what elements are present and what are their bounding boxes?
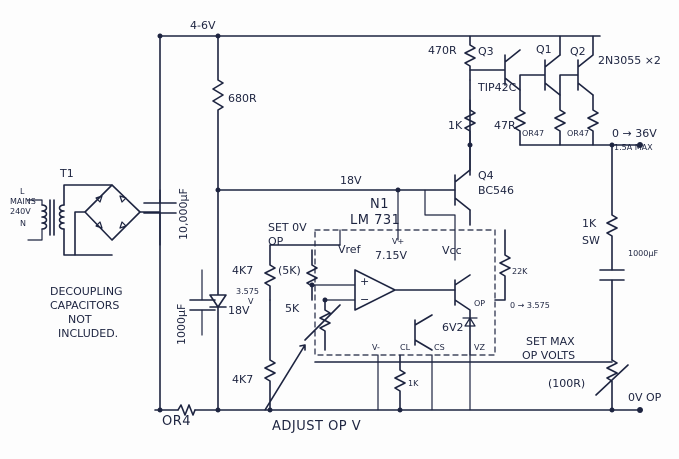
label-q3: Q3 — [478, 45, 494, 58]
label-q4: Q4 — [478, 169, 494, 182]
label-plus: + — [360, 275, 370, 288]
label-mains: MAINS — [10, 197, 36, 206]
label-cl: CL — [400, 343, 411, 352]
or4-resistor — [177, 404, 196, 416]
label-op-volts: OP VOLTS — [522, 349, 576, 362]
label-v3575: 3.575 — [236, 287, 259, 296]
label-mains-v: 240V — [10, 207, 31, 216]
label-or47-b: OR47 — [567, 129, 590, 138]
label-vz: VZ — [474, 343, 485, 352]
label-sw: SW — [582, 234, 600, 247]
label-out-current: 1.5A MAX — [614, 143, 653, 152]
label-set-max: SET MAX — [526, 335, 575, 348]
cap-main — [143, 189, 177, 246]
cs-transistor — [414, 314, 433, 351]
set-ov-pot-wire — [264, 244, 341, 301]
label-cap-main: 10,000μF — [177, 188, 190, 240]
label-r5k-mid: 5K — [285, 302, 300, 315]
label-vref: Vref — [338, 243, 361, 256]
note-line2: CAPACITORS — [50, 299, 120, 312]
pot-5k-mid — [304, 299, 341, 351]
r680-column — [212, 35, 224, 191]
note-line1: DECOUPLING — [50, 285, 123, 298]
ic-out-transistor — [454, 274, 471, 356]
junction-dots — [157, 33, 643, 413]
label-6v2: 6V2 — [442, 321, 464, 334]
r47-resistor — [514, 89, 526, 146]
label-cap-lower: 1000μF — [175, 303, 188, 345]
label-r5k-top: (5K) — [278, 264, 301, 277]
label-rail-18v: 18V — [340, 174, 362, 187]
label-r4k7-top: 4K7 — [232, 264, 254, 277]
label-adjust: ADJUST OP V — [272, 419, 362, 434]
opamp-input-wires — [311, 229, 356, 301]
label-or4: OR4 — [162, 414, 192, 429]
ic-vcc-wire — [424, 189, 456, 261]
output-bus — [469, 144, 641, 176]
r1k-top-resistor — [464, 79, 476, 146]
label-or47-a: OR47 — [522, 129, 545, 138]
label-v715: 7.15V — [375, 249, 408, 262]
pot-100r — [595, 359, 629, 411]
cap-lower-left — [189, 299, 216, 311]
label-r4k7-bot: 4K7 — [232, 373, 254, 386]
label-r1k-bot: 1K — [408, 379, 419, 388]
label-r47: 47R — [494, 119, 516, 132]
label-minus: − — [360, 293, 370, 306]
ic-box — [314, 229, 496, 356]
or47-resistors — [554, 94, 599, 146]
label-set-ov-op: OP — [268, 235, 284, 248]
label-r470: 470R — [428, 44, 457, 57]
ic-opamp — [354, 269, 456, 311]
transistor-q1 — [519, 54, 561, 96]
transistor-q2 — [559, 35, 594, 96]
zener-6v2 — [462, 317, 478, 327]
transformer-t1 — [27, 184, 113, 256]
label-cs: CS — [434, 343, 445, 352]
label-mains-l: L — [20, 187, 25, 196]
r470-resistor — [464, 35, 476, 81]
output-column — [606, 144, 618, 361]
label-q1: Q1 — [536, 43, 552, 56]
label-r680: 680R — [228, 92, 257, 105]
r4k7-bottom — [264, 299, 276, 411]
label-bc546: BC546 — [478, 184, 515, 197]
label-set-ov: SET 0V — [268, 221, 307, 234]
note-line3: NOT — [68, 313, 92, 326]
label-2n3055: 2N3055 ×2 — [598, 54, 661, 67]
label-mains-n: N — [20, 219, 26, 228]
r1k-bottom — [394, 354, 406, 411]
label-t1: T1 — [60, 167, 74, 180]
label-vminus: V- — [372, 343, 380, 352]
label-q2: Q2 — [570, 45, 586, 58]
label-r1k-top: 1K — [448, 119, 463, 132]
label-zener18: 18V — [228, 304, 250, 317]
label-out-range: 0 → 36V — [612, 127, 657, 140]
label-lm731: LM 731 — [350, 213, 401, 228]
bridge-rectifier — [74, 184, 161, 256]
label-r22k: 22K — [512, 267, 528, 276]
label-v-unit: V — [248, 297, 254, 306]
label-vcc: Vcc — [442, 244, 462, 257]
note-line4: INCLUDED. — [58, 327, 119, 340]
label-vplus: V+ — [392, 237, 405, 246]
label-r1k-out: 1K — [582, 217, 597, 230]
cap-out — [599, 269, 625, 281]
adjust-arrow — [264, 344, 306, 411]
label-op: OP — [474, 299, 486, 308]
r22k-wire — [494, 229, 511, 301]
label-op-out: 0 → 3.575 — [510, 301, 550, 310]
label-tip42c: TIP42C — [478, 81, 517, 94]
label-rail-46v: 4-6V — [190, 19, 216, 32]
label-ov-op: 0V OP — [628, 391, 662, 404]
pot-5k-top — [306, 249, 318, 301]
label-n1: N1 — [370, 197, 389, 212]
zener-18v — [209, 189, 227, 411]
transistor-q3 — [469, 49, 521, 91]
ic-ground-legs — [377, 354, 471, 411]
label-r100: (100R) — [548, 377, 586, 390]
label-cap-out: 1000μF — [628, 249, 659, 258]
